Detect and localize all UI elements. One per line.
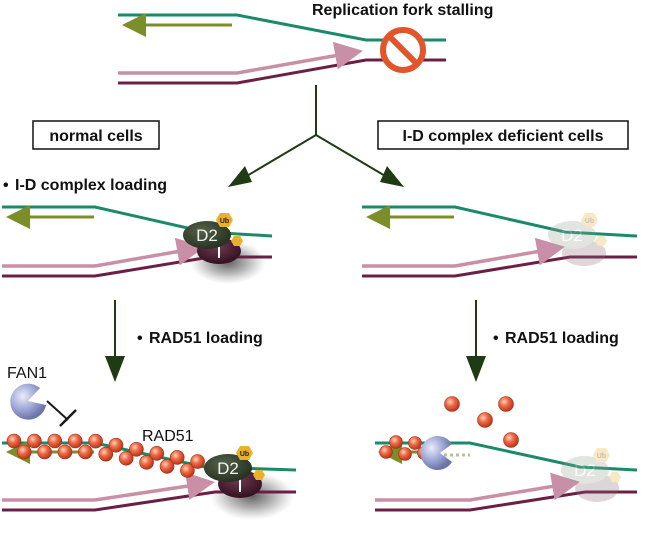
deficient-cells-label: I-D complex deficient cells xyxy=(403,128,604,145)
right-bot-nascent-pink xyxy=(375,472,580,502)
arrowhead-right-icon xyxy=(380,166,404,187)
right-mid-nascent-pink xyxy=(362,237,565,268)
left-mid-lagging-strand xyxy=(2,255,272,278)
rad51-sphere xyxy=(389,435,403,449)
fan1-bound-protein xyxy=(420,435,452,470)
rad51-sphere xyxy=(6,433,22,449)
rad51-sphere xyxy=(444,396,460,412)
rad51-sphere xyxy=(118,450,134,466)
right-step2-bullet: • xyxy=(493,330,499,347)
right-step2-label-group: • RAD51 loading xyxy=(493,330,619,347)
rad51-sphere xyxy=(180,463,195,478)
rad51-sphere xyxy=(108,437,124,453)
rad51-sphere xyxy=(169,450,185,465)
fan1-label: FAN1 xyxy=(7,365,47,382)
left-step2-label-group: • RAD51 loading xyxy=(137,330,263,347)
rad51-sphere xyxy=(37,444,52,460)
rad51-sphere xyxy=(190,454,205,469)
faded-ub-label: Ub xyxy=(585,218,594,225)
rad51-sphere xyxy=(98,446,114,462)
left-bot-nascent-pink xyxy=(2,472,215,502)
rad51-sphere xyxy=(57,444,73,460)
rad51-sphere xyxy=(159,459,175,474)
rad51-sphere xyxy=(503,432,519,448)
rad51-filament xyxy=(6,433,205,478)
branch-arrows xyxy=(228,85,404,187)
ub-badge-icon xyxy=(216,213,233,227)
d2-protein xyxy=(183,221,231,249)
top-fork: Replication fork stalling xyxy=(118,2,493,85)
faded-bottom-d2-label: D2 xyxy=(574,461,596,480)
left-step2-bullet: • xyxy=(137,330,143,347)
right-mid-leading-strand xyxy=(362,205,638,238)
step1-label: I-D complex loading xyxy=(15,177,167,194)
title: Replication fork stalling xyxy=(312,2,493,19)
rad51-sphere xyxy=(139,455,154,470)
d2-label: D2 xyxy=(196,226,218,245)
faded-complex: D2 Ub xyxy=(548,213,607,266)
faded-bottom-ub-label: Ub xyxy=(597,453,606,460)
rad51-sphere xyxy=(408,436,422,450)
right-middle-fork: D2 Ub xyxy=(362,205,638,278)
left-bottom-fork: FAN1 RAD51 D2 Ub xyxy=(2,365,297,520)
normal-cells-label: normal cells xyxy=(49,128,142,145)
rad51-sphere xyxy=(477,412,493,428)
bottom-ub-badge-icon xyxy=(236,446,253,460)
stop-sign-icon xyxy=(380,27,426,73)
rad51-sphere xyxy=(149,446,165,461)
rad51-sphere xyxy=(78,444,93,460)
rad51-sphere xyxy=(27,433,42,449)
faded-bottom-complex: D2 Ub xyxy=(561,448,621,502)
right-mid-lagging-strand xyxy=(362,255,637,278)
bottom-ub-small-icon xyxy=(253,470,265,480)
deficient-cells-box: I-D complex deficient cells xyxy=(377,120,629,150)
right-bot-leading-strand xyxy=(375,441,638,472)
arrowhead-left-icon xyxy=(228,166,252,187)
right-bottom-fork: D2 Ub xyxy=(375,396,638,512)
bottom-d2-label: D2 xyxy=(217,459,239,478)
rad51-sphere xyxy=(498,396,514,412)
left-step2-label: RAD51 loading xyxy=(149,330,263,347)
right-down-arrow xyxy=(466,300,486,382)
right-step2-label: RAD51 loading xyxy=(505,330,619,347)
rad51-sphere xyxy=(398,447,412,461)
rad51-sphere xyxy=(67,433,83,449)
left-middle-fork: I D2 Ub xyxy=(2,205,273,284)
rad51-sphere xyxy=(16,444,32,460)
top-nascent-pink xyxy=(118,41,363,75)
rad51-sphere xyxy=(379,445,393,459)
ub-small-icon xyxy=(231,236,243,246)
faded-d2-label: D2 xyxy=(561,226,583,245)
left-mid-nascent-pink xyxy=(2,237,205,268)
inhibition-icon xyxy=(46,400,77,427)
ub-label: Ub xyxy=(220,218,229,225)
step1-bullet: • xyxy=(3,177,9,194)
rad51-sphere xyxy=(129,441,144,457)
rad51-sphere xyxy=(47,433,63,449)
rad51-free-monomers xyxy=(444,396,519,448)
right-bot-lagging-strand xyxy=(375,490,637,512)
step1-label-group: • I-D complex loading xyxy=(3,177,167,194)
rad51-sphere xyxy=(88,433,103,449)
fan1-protein xyxy=(10,383,46,420)
normal-cells-box: normal cells xyxy=(32,120,160,150)
left-mid-leading-strand xyxy=(2,205,273,238)
bottom-d2-protein xyxy=(204,454,252,482)
rad51-label: RAD51 xyxy=(142,428,194,445)
left-down-arrow xyxy=(105,300,125,382)
bottom-ub-label: Ub xyxy=(240,451,249,458)
